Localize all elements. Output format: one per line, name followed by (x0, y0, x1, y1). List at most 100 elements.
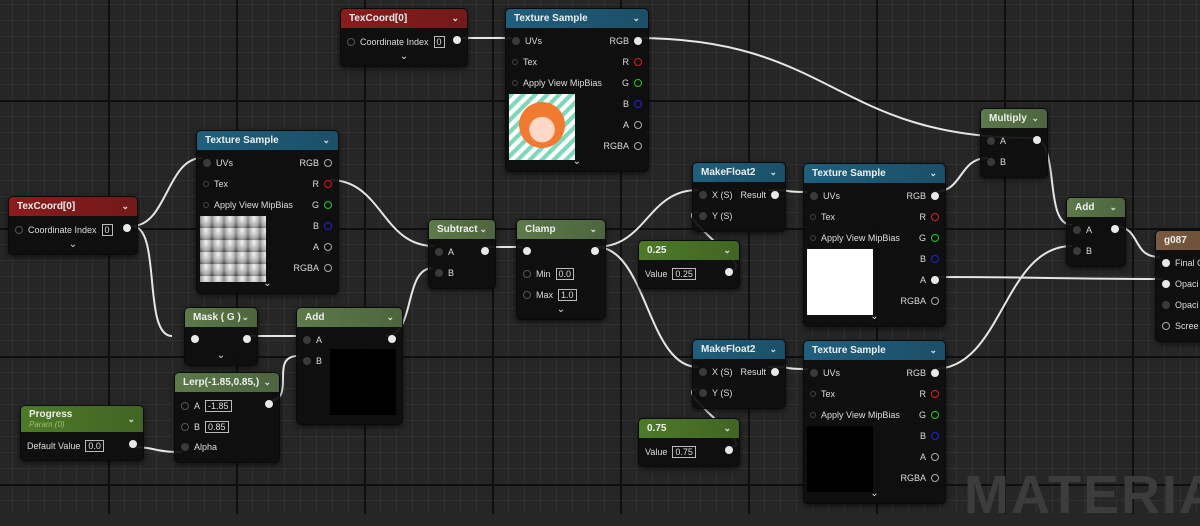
node-header[interactable]: MakeFloat2⌄ (693, 340, 785, 359)
node-header[interactable]: 0.25⌄ (639, 241, 739, 260)
collapse-chevron-icon[interactable]: ⌄ (121, 201, 129, 211)
input-pin-icon[interactable] (699, 368, 707, 376)
node-header[interactable]: Add⌄ (297, 308, 402, 327)
node-header[interactable]: Texture Sample⌄ (197, 131, 338, 150)
expand-chevron-icon[interactable]: ⌄ (870, 311, 879, 322)
input-pin-icon[interactable] (1162, 259, 1170, 267)
input-pin-icon[interactable] (435, 269, 443, 277)
input-pin-icon[interactable] (181, 443, 189, 451)
input-pin-icon[interactable] (523, 291, 531, 299)
output-pin-icon[interactable] (931, 213, 939, 221)
collapse-chevron-icon[interactable]: ⌄ (1031, 113, 1039, 123)
input-pin-icon[interactable] (512, 37, 520, 45)
node-header[interactable]: TexCoord[0]⌄ (9, 197, 137, 216)
input-pin-icon[interactable] (1162, 280, 1170, 288)
output-pin-icon[interactable] (931, 234, 939, 242)
output-pin-icon[interactable] (931, 453, 939, 461)
collapse-chevron-icon[interactable]: ⌄ (929, 168, 937, 178)
input-pin-icon[interactable] (1073, 226, 1081, 234)
value-input[interactable]: 0 (101, 224, 113, 236)
input-pin-icon[interactable] (203, 202, 209, 208)
node-header[interactable]: Add⌄ (1067, 198, 1125, 217)
input-pin-icon[interactable] (810, 412, 816, 418)
expand-chevron-icon[interactable]: ⌄ (263, 278, 272, 289)
input-pin-icon[interactable] (810, 192, 818, 200)
input-pin-icon[interactable] (699, 389, 707, 397)
node-mask[interactable]: Mask ( G )⌄⌄ (184, 307, 258, 366)
node-header[interactable]: Mask ( G )⌄ (185, 308, 257, 327)
collapse-chevron-icon[interactable]: ⌄ (1109, 202, 1117, 212)
input-pin-icon[interactable] (203, 159, 211, 167)
output-pin-icon[interactable] (324, 264, 332, 272)
value-input[interactable]: 0.85 (205, 421, 229, 433)
expand-chevron-icon[interactable]: ⌄ (68, 239, 78, 250)
input-pin-icon[interactable] (810, 235, 816, 241)
expand-chevron-icon[interactable]: ⌄ (572, 156, 582, 167)
node-header[interactable]: 0.75⌄ (639, 419, 739, 438)
collapse-chevron-icon[interactable]: ⌄ (127, 413, 135, 424)
output-pin-icon[interactable] (725, 446, 733, 454)
input-pin-icon[interactable] (303, 336, 311, 344)
input-pin-icon[interactable] (523, 270, 531, 278)
output-pin-icon[interactable] (931, 474, 939, 482)
input-pin-icon[interactable] (699, 191, 707, 199)
node-header[interactable]: Texture Sample⌄ (804, 341, 945, 360)
node-header[interactable]: Multiply⌄ (981, 109, 1047, 128)
output-pin-icon[interactable] (931, 411, 939, 419)
output-pin-icon[interactable] (265, 400, 273, 408)
input-pin-icon[interactable] (987, 137, 995, 145)
value-input[interactable]: -1.85 (205, 400, 232, 412)
collapse-chevron-icon[interactable]: ⌄ (723, 423, 731, 433)
collapse-chevron-icon[interactable]: ⌄ (929, 345, 937, 355)
collapse-chevron-icon[interactable]: ⌄ (479, 224, 487, 234)
output-pin-icon[interactable] (243, 335, 251, 343)
output-pin-icon[interactable] (931, 432, 939, 440)
input-pin-icon[interactable] (512, 59, 518, 65)
output-pin-icon[interactable] (123, 224, 131, 232)
output-pin-icon[interactable] (634, 142, 642, 150)
output-pin-icon[interactable] (634, 79, 642, 87)
output-pin-icon[interactable] (388, 335, 396, 343)
output-pin-icon[interactable] (324, 159, 332, 167)
output-pin-icon[interactable] (481, 247, 489, 255)
output-pin-icon[interactable] (453, 36, 461, 44)
input-pin-icon[interactable] (15, 226, 23, 234)
output-pin-icon[interactable] (324, 222, 332, 230)
output-pin-icon[interactable] (1111, 225, 1119, 233)
node-header[interactable]: TexCoord[0]⌄ (341, 9, 467, 28)
output-pin-icon[interactable] (324, 180, 332, 188)
node-header[interactable]: Texture Sample⌄ (506, 9, 648, 28)
node-header[interactable]: Subtract⌄ (429, 220, 495, 239)
collapse-chevron-icon[interactable]: ⌄ (322, 135, 330, 145)
input-pin-icon[interactable] (303, 357, 311, 365)
node-header[interactable]: Lerp(-1.85,0.85,)⌄ (175, 373, 279, 392)
collapse-chevron-icon[interactable]: ⌄ (769, 344, 777, 354)
output-pin-icon[interactable] (634, 58, 642, 66)
input-pin-icon[interactable] (810, 369, 818, 377)
input-pin-icon[interactable] (435, 248, 443, 256)
collapse-chevron-icon[interactable]: ⌄ (769, 167, 777, 177)
value-input[interactable]: 1.0 (558, 289, 577, 301)
output-pin-icon[interactable] (931, 276, 939, 284)
node-header[interactable]: Clamp⌄ (517, 220, 605, 239)
value-input[interactable]: 0 (433, 36, 445, 48)
value-input[interactable]: 0.25 (672, 268, 696, 280)
output-pin-icon[interactable] (1033, 136, 1041, 144)
output-pin-icon[interactable] (931, 255, 939, 263)
input-pin-icon[interactable] (181, 423, 189, 431)
output-pin-icon[interactable] (771, 368, 779, 376)
node-header[interactable]: Texture Sample⌄ (804, 164, 945, 183)
